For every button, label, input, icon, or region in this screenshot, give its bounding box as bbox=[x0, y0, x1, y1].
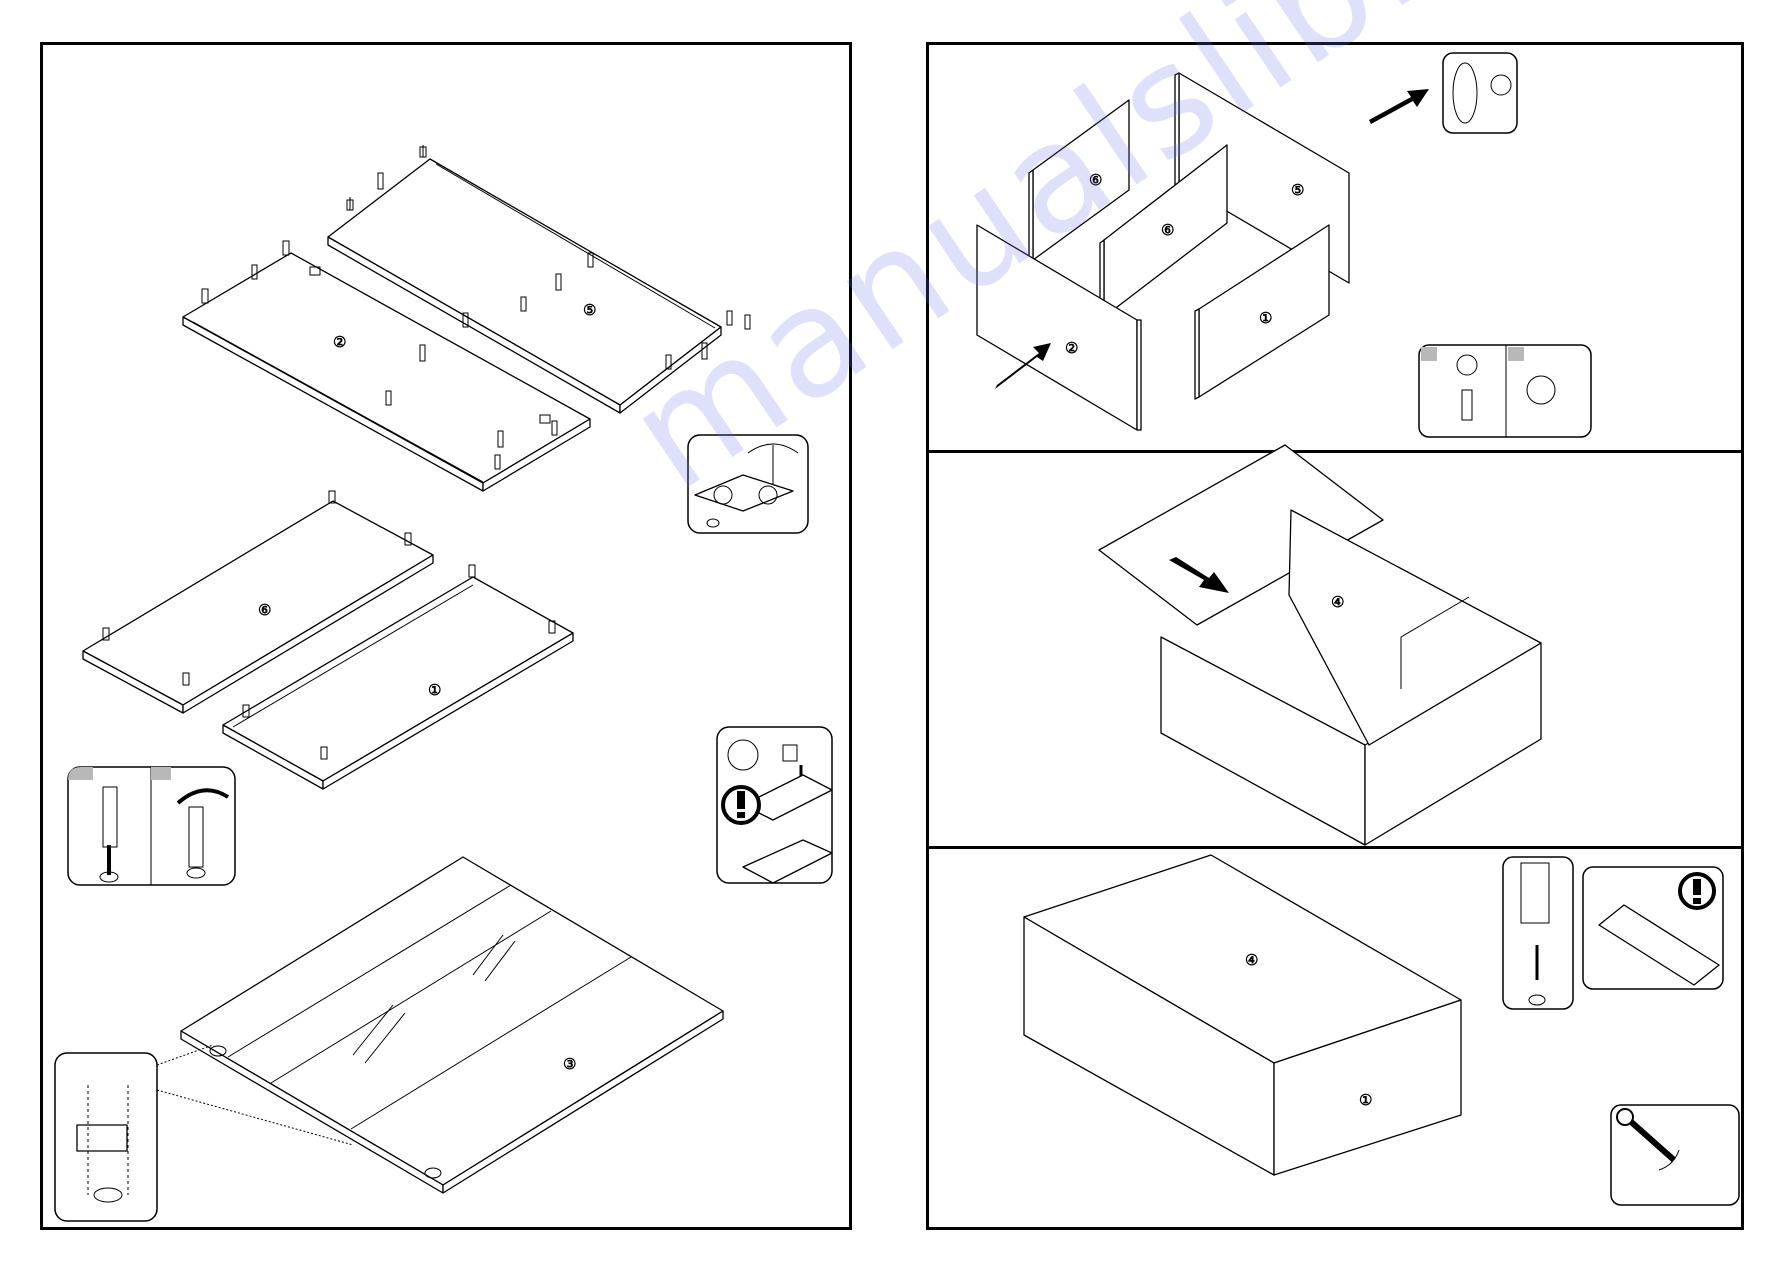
right-page-drawing: ⑥ ⑤ ⑥ ② ① ④ bbox=[929, 45, 1741, 1227]
step1-label-2: ② bbox=[1065, 339, 1078, 357]
step-3-drawer-box: ④ ① bbox=[1024, 855, 1739, 1205]
panel-5-label: ⑤ bbox=[583, 301, 596, 319]
left-page-drawing: ⑤ ② bbox=[43, 45, 849, 1227]
step1-label-6b: ⑥ bbox=[1161, 221, 1174, 239]
cam-lock-inset bbox=[688, 435, 808, 533]
panel-2-label: ② bbox=[333, 333, 346, 351]
step2-label-4: ④ bbox=[1331, 593, 1344, 611]
warning-icon bbox=[723, 787, 759, 823]
step1-label-5: ⑤ bbox=[1291, 181, 1304, 199]
dowel-inset bbox=[68, 767, 235, 885]
step-a-marker bbox=[68, 767, 93, 780]
warning-icon-right bbox=[1680, 874, 1714, 908]
panel-1-label: ① bbox=[428, 681, 441, 699]
step1-marker-a bbox=[1421, 347, 1437, 361]
panel-6-label: ⑥ bbox=[258, 601, 271, 619]
step1-marker-b bbox=[1508, 347, 1524, 361]
right-page-panel: ⑥ ⑤ ⑥ ② ① ④ bbox=[926, 42, 1744, 1230]
step-2-back-panel: ④ bbox=[1099, 445, 1541, 845]
step1-detail-inset-bottom bbox=[1419, 345, 1591, 437]
step1-detail-inset-top bbox=[1443, 53, 1517, 133]
step3-label-4: ④ bbox=[1245, 951, 1258, 969]
step-b-marker bbox=[151, 767, 171, 780]
step-1-frame-assembly: ⑥ ⑤ ⑥ ② ① bbox=[977, 53, 1591, 437]
step1-label-1: ① bbox=[1259, 309, 1272, 327]
panel-3-board: ③ bbox=[181, 857, 723, 1193]
step3-label-1: ① bbox=[1359, 1091, 1372, 1109]
push-arrow-left-icon bbox=[1369, 89, 1429, 124]
left-page-panel: ⑤ ② bbox=[40, 42, 852, 1230]
panel-3-label: ③ bbox=[563, 1055, 576, 1073]
step1-label-6a: ⑥ bbox=[1089, 171, 1102, 189]
step3-screw-inset bbox=[1503, 857, 1573, 1009]
